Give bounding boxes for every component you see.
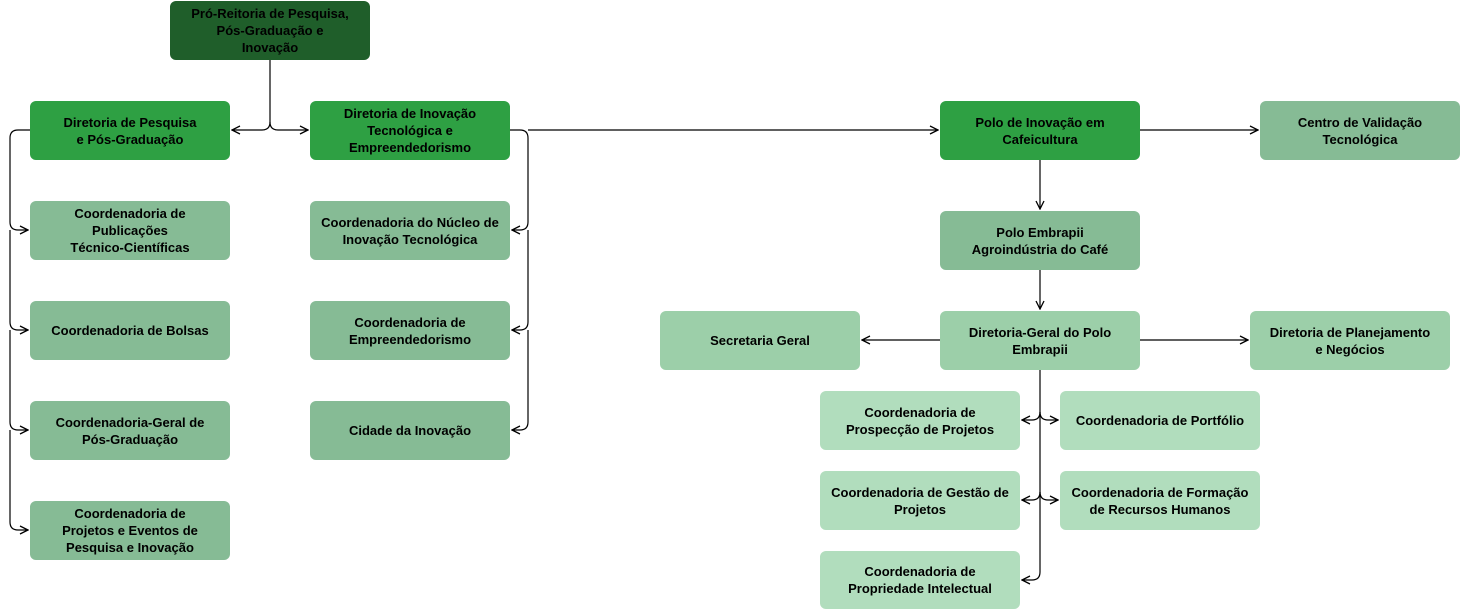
connector-dir-pesquisa-publicacoes: [9, 129, 30, 230]
node-coord-formacao: Coordenadoria de Formação de Recursos Hu…: [1060, 471, 1260, 530]
connector-dir-pesquisa-bolsas: [9, 230, 28, 330]
node-coord-nucleo: Coordenadoria do Núcleo de Inovação Tecn…: [310, 201, 510, 260]
node-diretoria-planejamento: Diretoria de Planejamento e Negócios: [1250, 311, 1450, 370]
connector-to-gestao: [1022, 491, 1041, 500]
node-coord-publicacoes: Coordenadoria de Publicações Técnico-Cie…: [30, 201, 230, 260]
node-centro-validacao: Centro de Validação Tecnológica: [1260, 101, 1460, 160]
node-cidade-inovacao: Cidade da Inovação: [310, 401, 510, 460]
connector-to-propriedade: [1022, 571, 1041, 580]
connector-dir-inovacao-empreendedorismo: [512, 230, 529, 330]
node-coord-projetos-eventos: Coordenadoria de Projetos e Eventos de P…: [30, 501, 230, 560]
connector-to-formacao: [1039, 491, 1058, 500]
node-polo-inovacao: Polo de Inovação em Cafeicultura: [940, 101, 1140, 160]
connector-dir-inovacao-cidade: [512, 330, 529, 430]
node-polo-embrapii: Polo Embrapii Agroindústria do Café: [940, 211, 1140, 270]
node-coord-geral-pos: Coordenadoria-Geral de Pós-Graduação: [30, 401, 230, 460]
connector-dir-pesquisa-geral-pos: [9, 330, 28, 430]
node-diretoria-inovacao: Diretoria de Inovação Tecnológica e Empr…: [310, 101, 510, 160]
connector-proreitoria-dir-inovacao: [269, 121, 308, 130]
node-coord-propriedade: Coordenadoria de Propriedade Intelectual: [820, 551, 1020, 609]
connector-to-prospeccao: [1022, 411, 1041, 420]
connector-to-portfolio: [1039, 411, 1058, 420]
connector-dir-pesquisa-projetos-eventos: [9, 430, 28, 530]
node-coord-portfolio: Coordenadoria de Portfólio: [1060, 391, 1260, 450]
node-coord-bolsas: Coordenadoria de Bolsas: [30, 301, 230, 360]
node-secretaria-geral: Secretaria Geral: [660, 311, 860, 370]
node-coord-prospeccao: Coordenadoria de Prospecção de Projetos: [820, 391, 1020, 450]
node-coord-empreendedorismo: Coordenadoria de Empreendedorismo: [310, 301, 510, 360]
node-diretoria-pesquisa: Diretoria de Pesquisa e Pós-Graduação: [30, 101, 230, 160]
node-diretoria-geral-polo: Diretoria-Geral do Polo Embrapii: [940, 311, 1140, 370]
node-coord-gestao: Coordenadoria de Gestão de Projetos: [820, 471, 1020, 530]
connector-proreitoria-dir-pesquisa: [232, 60, 271, 130]
node-proreitoria: Pró-Reitoria de Pesquisa, Pós-Graduação …: [170, 1, 370, 60]
connector-dir-inovacao-nucleo: [510, 129, 529, 230]
